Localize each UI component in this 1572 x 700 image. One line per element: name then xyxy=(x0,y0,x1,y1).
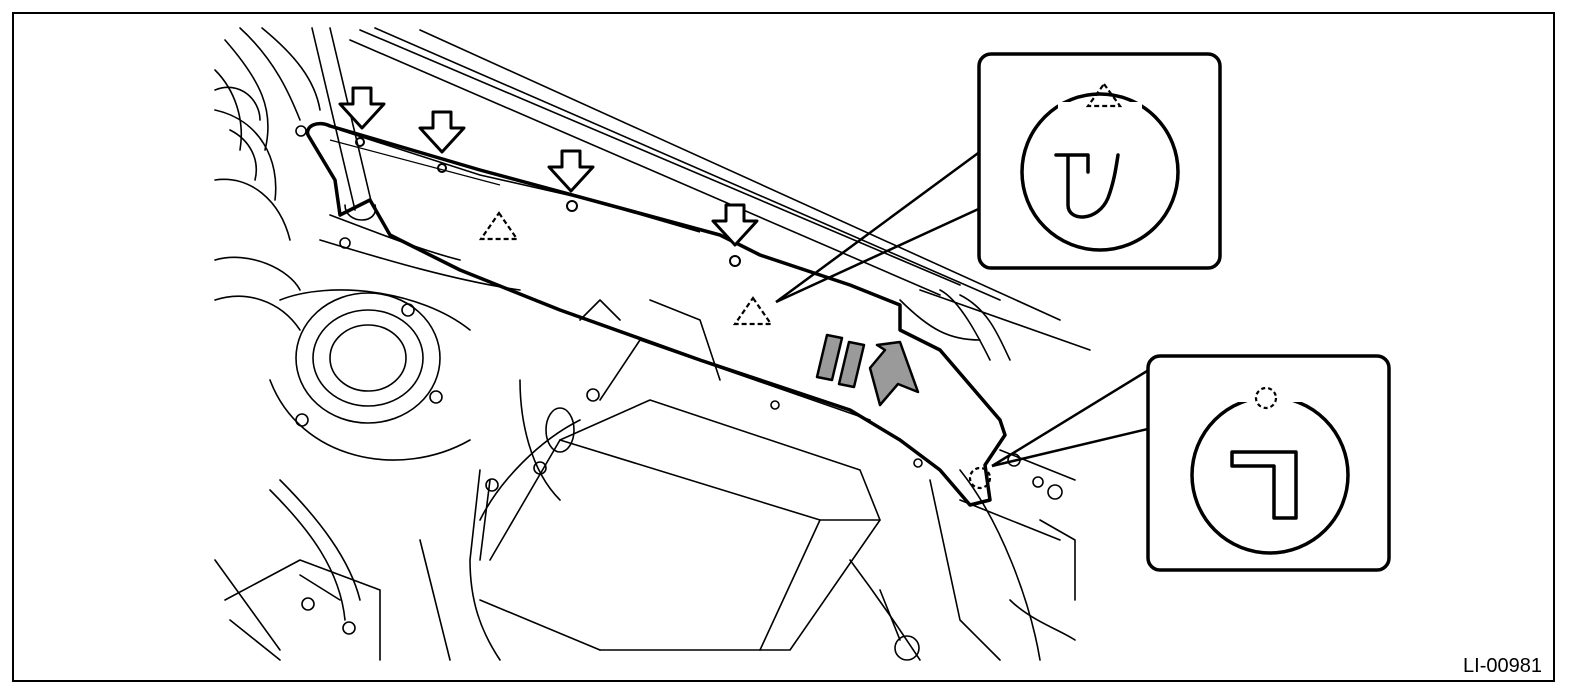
dashed-triangle-icon xyxy=(732,296,774,326)
down-arrow-icon xyxy=(547,149,595,193)
screw-hole xyxy=(729,255,741,267)
screw-hole xyxy=(437,163,447,173)
dashed-triangle-icon xyxy=(478,211,520,241)
dashed-circle-icon xyxy=(1254,386,1278,410)
clip-bracket-icon xyxy=(1230,450,1298,520)
figure-code: LI-00981 xyxy=(1463,655,1542,677)
cowl-panel-outline xyxy=(305,121,1007,507)
dashed-triangle-icon xyxy=(1085,82,1123,108)
down-arrow-icon xyxy=(711,203,759,247)
screw-hole xyxy=(566,200,578,212)
clip-hook-icon xyxy=(1054,153,1120,219)
callout-triangle-clip xyxy=(977,52,1222,270)
dashed-circle-icon xyxy=(968,466,992,490)
direction-arrow-icon xyxy=(815,333,920,407)
screw-hole xyxy=(355,137,365,147)
down-arrow-icon xyxy=(338,86,386,130)
callout-circle-clip xyxy=(1146,354,1391,572)
down-arrow-icon xyxy=(418,110,466,154)
